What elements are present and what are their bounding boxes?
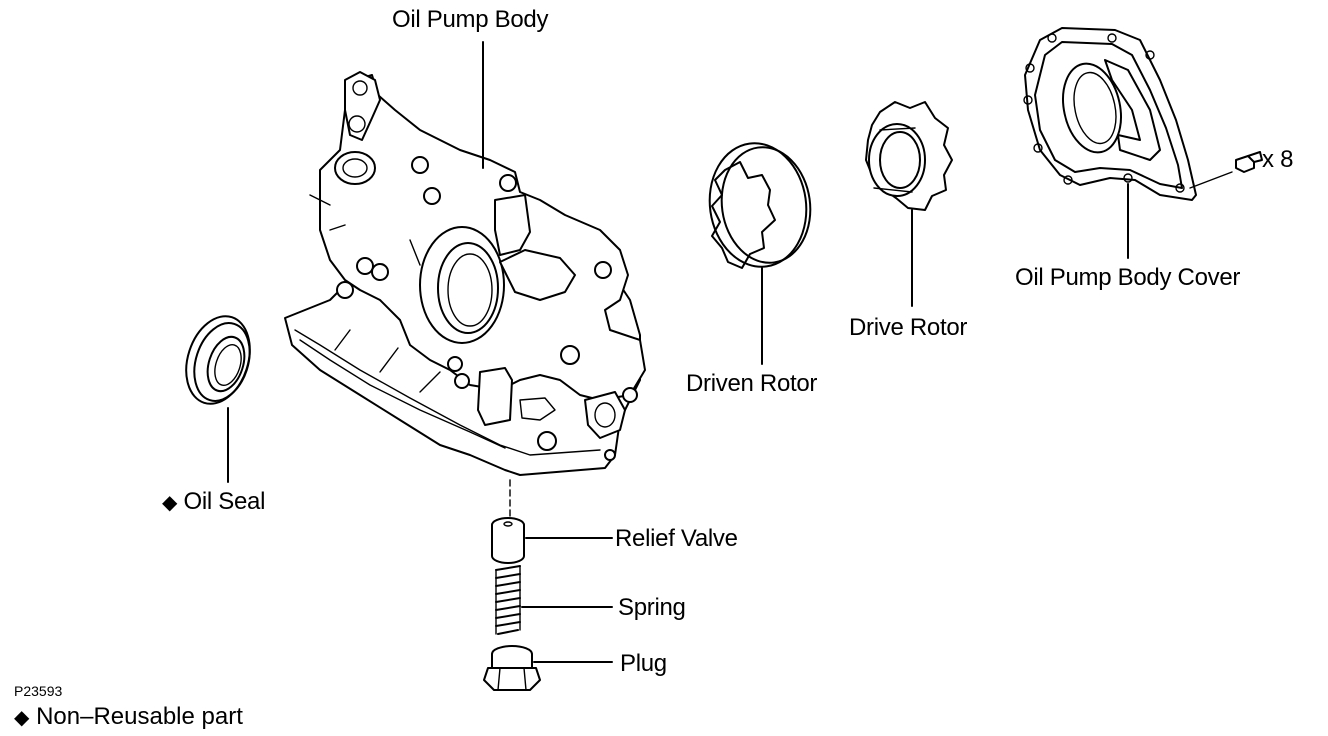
legend: ◆ Non–Reusable part bbox=[14, 705, 243, 729]
bolt-quantity-label: x 8 bbox=[1262, 146, 1294, 173]
drive-rotor-drawing bbox=[865, 101, 953, 211]
drive-rotor-label: Drive Rotor bbox=[849, 314, 968, 341]
driven-rotor-drawing bbox=[708, 142, 812, 269]
plug-label: Plug bbox=[620, 650, 667, 677]
oil-pump-body-label: Oil Pump Body bbox=[392, 6, 549, 33]
oil-pump-body-cover-label: Oil Pump Body Cover bbox=[1015, 264, 1241, 291]
spring-label: Spring bbox=[618, 594, 686, 621]
non-reusable-marker-icon: ◆ bbox=[162, 492, 178, 514]
oil-pump-body-drawing bbox=[284, 71, 646, 476]
legend-text: Non–Reusable part bbox=[36, 703, 243, 730]
oil-seal-drawing bbox=[185, 315, 251, 405]
cover-bolt-drawing bbox=[1189, 151, 1263, 189]
figure-code: P23593 bbox=[14, 683, 63, 699]
oil-seal-label-group: ◆ Oil Seal bbox=[162, 490, 265, 514]
oil-seal-label: Oil Seal bbox=[183, 488, 266, 515]
oil-pump-body-cover-drawing bbox=[1023, 27, 1197, 201]
legend-marker-icon: ◆ bbox=[14, 707, 30, 729]
driven-rotor-label: Driven Rotor bbox=[686, 370, 818, 397]
relief-valve-label: Relief Valve bbox=[615, 525, 738, 552]
relief-valve-drawing bbox=[491, 517, 525, 564]
spring-drawing bbox=[495, 565, 521, 635]
plug-drawing bbox=[483, 645, 541, 691]
